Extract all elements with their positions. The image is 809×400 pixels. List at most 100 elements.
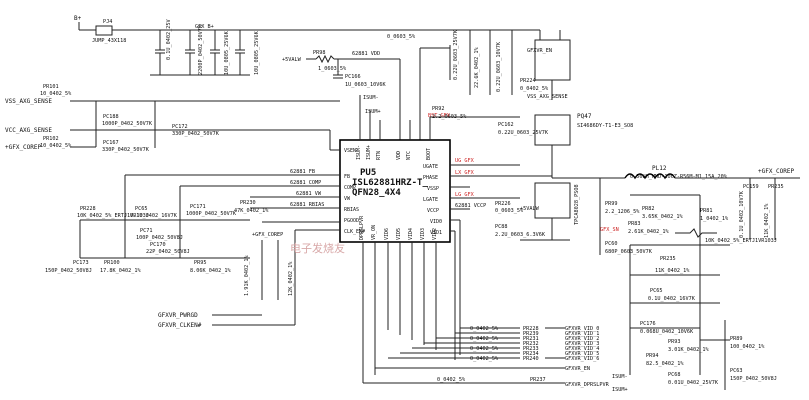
ic-top-leads: ISUM- ISUM+	[359, 95, 431, 140]
ic-pin-vid6: VID6	[384, 228, 390, 240]
vid-net-0: GFXVR_VID_0	[565, 326, 599, 332]
compensation-network: 62881 FB 62881 COMP 62881 VW 62881 RBIAS…	[45, 169, 340, 274]
pr82-val: 3.65K_0402_1%	[642, 214, 683, 220]
vid-val-0: 0_0402_5%	[470, 326, 499, 332]
pc180-val: 0.1U_0402_25V	[166, 19, 172, 60]
ic-pin-isum-p: ISUM+	[366, 145, 372, 160]
pr230-ref: PR230	[240, 200, 256, 206]
ph4-val: 10K_0402_5%_ERTJ1VR103J	[705, 238, 777, 244]
pc166-ref: PC166	[345, 74, 361, 80]
current-sense: PR82 3.65K_0402_1% PR83 2.61K_0402_1% PR…	[628, 194, 777, 375]
rbias-net: 62881 RBIAS	[290, 202, 324, 208]
pc167-val: 330P_0402_50V7K	[102, 147, 150, 153]
pc167-ref: PC167	[103, 140, 119, 146]
low-side-mosfet: TPCA8028_PSO8	[520, 182, 580, 241]
pj4-ref: PJ4	[103, 19, 112, 25]
vid-bus	[362, 219, 461, 383]
vid-net-4: GFXVR_VID_4	[565, 346, 599, 352]
pr95-val: 8.06K_0402_1%	[190, 268, 231, 274]
fb-net: 62881 FB	[290, 169, 315, 175]
pr89-val: 100_0402_1%	[730, 344, 765, 350]
vid-r-5: PR234	[523, 351, 539, 357]
clken-net: GFXVR_CLKEN#	[158, 322, 202, 329]
pc173-val: 150P_0402_50V8J	[45, 268, 92, 274]
pc60-val: 680P_0603_50V7K	[605, 249, 653, 255]
ic-pin-ugate: UGATE	[423, 164, 438, 170]
pr98-ref: PR98	[313, 50, 326, 56]
vid-net-5: GFXVR_VID_5	[565, 351, 599, 357]
pc161-val: 0.22U_0603_25V7K	[453, 29, 459, 80]
pr237-val: 0_0402_5%	[437, 377, 466, 383]
high-side-mosfet: VSS_AXG_SENSE PQ47 SI4686DY-T1-E3_SO8	[527, 30, 633, 178]
pc171-ref: PC171	[190, 204, 206, 210]
gfx-en-bot: GFXVR_EN	[565, 366, 590, 372]
mosfet-input-caps: 22.6K_0402_1% 0.22U_0603_10V7K PR224 0_0…	[469, 30, 552, 95]
pc172-val: 330P_0402_50V7K	[172, 131, 220, 137]
snubber: PR99 2.2_1206_5% GFX_SN PC60 680P_0603_5…	[599, 178, 653, 255]
pr226-val: 0_0603_5%	[495, 208, 524, 214]
ic-pin-vid2: VID2	[432, 228, 438, 240]
pc176-val: 0.068U_0402_10V6K	[640, 329, 694, 335]
ic-pin-ntc: NTC	[406, 151, 412, 160]
vid-net-2: GFXVR_VID_2	[565, 336, 599, 342]
ic-pin-dprslpvr: DPRSLPVR	[359, 215, 365, 240]
vid-net-3: GFXVR_VID_3	[565, 341, 599, 347]
pr100-val: 17.8K_0402_1%	[100, 268, 141, 274]
gfx-b-label: GFX B+	[195, 24, 214, 30]
ic-pin-vid5: VID5	[396, 228, 402, 240]
boot-network: 0_0603_5% 0.22U_0603_25V7K PR92 2.2_0603…	[387, 29, 549, 140]
pc71-val: 100P_0402_50V8J	[136, 235, 183, 241]
pc173-ref: PC173	[73, 260, 89, 266]
ic-pin-clken: CLK_EN#	[344, 229, 365, 235]
pc65-ref: PC65	[650, 288, 663, 294]
vsys-label: +5VALW	[282, 57, 302, 63]
sense-network: PR101 10_0402_5% VSS_AXG_SENSE VCC_AXG_S…	[5, 84, 340, 153]
pc177-val: 10U_0805_25V6K	[254, 30, 260, 75]
watermark: 电子发烧友	[290, 241, 345, 255]
ic-pin-lgate: LGATE	[423, 197, 438, 203]
vss-sense-net: VSS_AXG_SENSE	[5, 98, 52, 105]
pj4-val: JUMP_43X118	[92, 38, 126, 44]
pc188-val: 1000P_0402_50V7K	[102, 121, 153, 127]
ic-right-leads: UG GFX LX GFX LG GFX 62881 VCCP PR226 0_…	[450, 158, 552, 238]
pgood-network: +GFX_COREP 1.91K_0402_1% 12K_0402_1% GFX…	[158, 221, 340, 329]
vid-r-4: PR233	[523, 346, 539, 352]
pr93-ref: PR93	[668, 339, 681, 345]
pc71-ref: PC71	[140, 228, 153, 234]
vcc-sense-net: VCC_AXG_SENSE	[5, 127, 52, 134]
pc159-ref: PR235	[768, 184, 784, 190]
ic-pin-vid3: VID3	[420, 228, 426, 240]
pr90-val: 0.1U_0402_16V7K	[130, 213, 178, 219]
vid-net-1: GFXVR_VID_1	[565, 331, 599, 337]
pr96-val: 0_0603_5%	[387, 34, 416, 40]
svg-text:+5VALW: +5VALW	[520, 206, 540, 212]
pr100-ref: PR100	[104, 260, 120, 266]
pc159-val: 11K_0402_1%	[764, 203, 770, 238]
pc63-val: 150P_0402_50V8J	[730, 376, 777, 382]
pr235-val: 11K_0402_1%	[655, 268, 690, 274]
pwrgd-net: GFXVR_PWRGD	[158, 312, 198, 319]
pr224-ref: PR224	[520, 78, 536, 84]
pr99-ref: PR99	[605, 201, 618, 207]
ic-pin-vid4: VID4	[408, 228, 414, 240]
ic-pin-vw: VW	[344, 196, 351, 202]
jumper-pj4	[95, 25, 113, 36]
svg-text:TPCA8028_PSO8: TPCA8028_PSO8	[574, 184, 580, 225]
pc88-val: 2.2U_0603_6.3V6K	[495, 232, 546, 238]
pr92-ref: PR92	[432, 106, 445, 112]
pr94-val: 82.5_0402_1%	[646, 361, 684, 367]
ic-pin-boot: BOOT	[426, 148, 432, 160]
ic-pin-vid0: VID0	[430, 219, 442, 225]
pl12-ref: PL12	[652, 165, 667, 172]
ic-pin-isum-m: ISUM-	[356, 145, 362, 160]
ic-package: QFN28_4X4	[352, 188, 401, 198]
vdd-net: 62881 VDD	[352, 51, 380, 57]
pq47-val: SI4686DY-T1-E3_SO8	[577, 123, 633, 129]
ic-pin-fb: FB	[344, 174, 350, 180]
ic-pin-comp: COMP	[344, 185, 356, 191]
pr81-ref: PR81	[700, 208, 713, 214]
vss-axg-sense-mid: VSS_AXG_SENSE	[527, 94, 568, 100]
gfx-corep-mid: +GFX_COREP	[252, 232, 283, 238]
lx-net: LX GFX	[455, 170, 475, 176]
